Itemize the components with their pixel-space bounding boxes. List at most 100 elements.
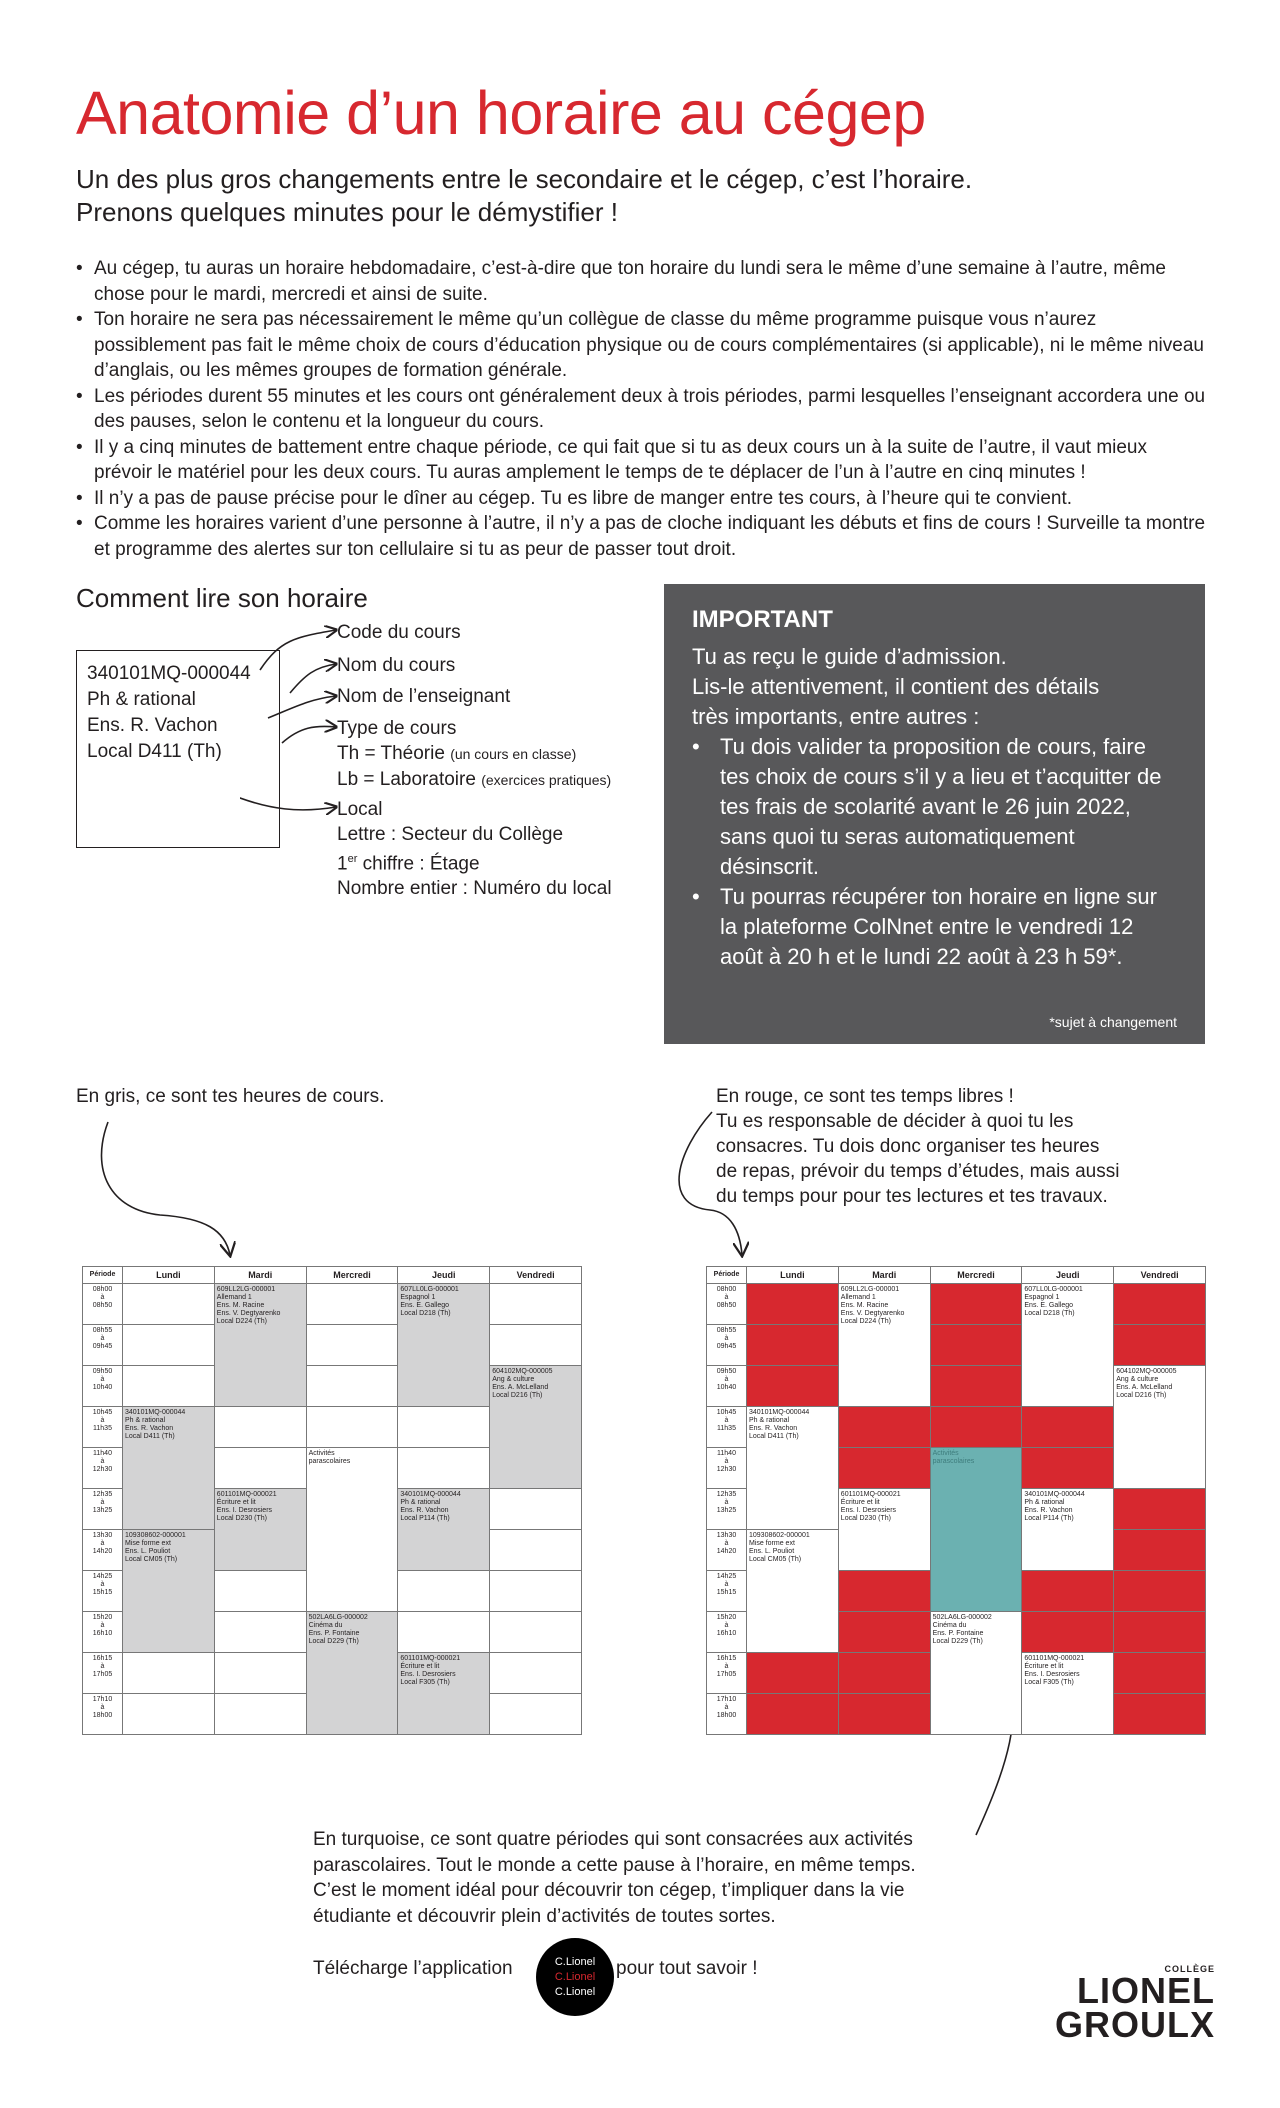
course-line: Local D229 (Th): [308, 1638, 359, 1645]
legend-type-title: Type de cours: [337, 718, 457, 739]
course-line: Espagnol 1: [400, 1294, 436, 1301]
brand-line1: LIONEL: [1077, 1970, 1215, 2011]
course-line: Écriture et lit: [1024, 1663, 1064, 1670]
schedule-cell: [305, 1283, 399, 1325]
period-time: à: [100, 1458, 105, 1465]
course-line: 502LA6LG-000002: [308, 1614, 368, 1621]
col-header: Jeudi: [1021, 1266, 1115, 1284]
course-line: 502LA6LG-000002: [932, 1614, 992, 1621]
course-line: 340101MQ-000044: [400, 1491, 461, 1498]
course-line: 340101MQ-000044: [1024, 1491, 1085, 1498]
legend-lb-label: Lb = Laboratoire: [337, 769, 476, 790]
caption-red-line: Tu es responsable de décider à quoi tu l…: [716, 1111, 1074, 1132]
college-logo: COLLÈGE LIONEL GROULX: [1055, 1964, 1215, 2043]
schedule-cell: [1113, 1529, 1206, 1571]
schedule-cell: [837, 1652, 931, 1694]
bottom-line: étudiante et découvrir plein d’activités…: [313, 1905, 776, 1927]
period-time: 09h45: [716, 1343, 737, 1350]
caption-red-line: consacres. Tu dois donc organiser tes he…: [716, 1136, 1100, 1157]
legend-code: Code du cours: [337, 622, 461, 643]
important-title: IMPORTANT: [692, 606, 833, 633]
course-line: Allemand 1: [840, 1294, 876, 1301]
schedule-cell: [837, 1693, 931, 1735]
schedule-cell: [305, 1324, 399, 1366]
course-line: Local D230 (Th): [216, 1515, 267, 1522]
intro-line: Prenons quelques minutes pour le démysti…: [76, 197, 618, 227]
period-time: 14h25: [716, 1573, 737, 1580]
period-time: 08h50: [92, 1302, 113, 1309]
schedule-cell: [489, 1488, 582, 1530]
box-code: 340101MQ-000044: [87, 663, 251, 684]
period-time: 15h20: [716, 1614, 737, 1621]
schedule-cell: [213, 1611, 307, 1653]
period-time: 17h10: [716, 1696, 737, 1703]
course-line: Ph & rational: [1024, 1499, 1065, 1506]
period-time: 18h00: [716, 1712, 737, 1719]
schedule-cell: [397, 1570, 491, 1612]
period-time: à: [100, 1581, 105, 1588]
period-time: 11h35: [717, 1425, 736, 1432]
course-line: Local D224 (Th): [840, 1318, 891, 1325]
period-time: 08h00: [716, 1286, 737, 1293]
col-header: Vendredi: [489, 1266, 582, 1284]
period-time: à: [100, 1294, 105, 1301]
course-line: Ens. R. Vachon: [400, 1507, 449, 1514]
period-time: à: [724, 1663, 729, 1670]
schedule-cell: [489, 1652, 582, 1694]
bottom-line: C’est le moment idéal pour découvrir ton…: [313, 1880, 905, 1901]
course-line: 601101MQ-000021: [840, 1491, 901, 1498]
schedule-cell: [746, 1283, 839, 1325]
box-teacher: Ens. R. Vachon: [87, 715, 218, 736]
col-header: Mardi: [213, 1266, 307, 1284]
course-line: 601101MQ-000021: [400, 1655, 461, 1662]
schedule-cell: [1113, 1611, 1206, 1653]
legend-digit: 1er chiffre : Étage: [337, 847, 612, 876]
legend-local: Local Lettre : Secteur du Collège 1er ch…: [337, 797, 612, 901]
course-line: Mise forme ext: [749, 1540, 795, 1547]
schedule-cell: [1113, 1324, 1206, 1366]
course-line: Local D230 (Th): [840, 1515, 891, 1522]
period-time: 08h55: [716, 1327, 737, 1334]
course-line: 609LL2LG-000001: [216, 1286, 276, 1293]
legend-number: Nombre entier : Numéro du local: [337, 878, 612, 900]
schedule-cell: [1021, 1570, 1115, 1612]
course-line: Local D224 (Th): [216, 1318, 267, 1325]
course-line: Mise forme ext: [125, 1540, 171, 1547]
period-time: à: [100, 1540, 105, 1547]
app-logo-icon[interactable]: C.Lionel C.Lionel C.Lionel: [536, 1938, 614, 2016]
schedule-cell: [746, 1365, 839, 1407]
period-time: 12h30: [716, 1466, 737, 1473]
schedule-cell: [929, 1283, 1023, 1325]
schedule-cell: [122, 1365, 215, 1407]
info-bullets: Au cégep, tu auras un horaire hebdomadai…: [76, 256, 1206, 562]
app-logo-line: C.Lionel: [554, 1985, 596, 1998]
important-line: très importants, entre autres :: [692, 704, 980, 729]
col-header: Jeudi: [397, 1266, 491, 1284]
download-text: Télécharge l’application: [313, 1958, 513, 1979]
important-note: *sujet à changement: [1049, 1014, 1177, 1030]
legend-teacher: Nom de l’enseignant: [337, 686, 511, 707]
period-time: 08h50: [716, 1302, 737, 1309]
bullet-item: Au cégep, tu auras un horaire hebdomadai…: [76, 256, 1206, 307]
period-time: 14h25: [92, 1573, 113, 1580]
schedule-cell: [397, 1447, 491, 1489]
period-time: à: [724, 1704, 729, 1711]
legend-letter: Lettre : Secteur du Collège: [337, 824, 564, 845]
course-line: Allemand 1: [216, 1294, 252, 1301]
period-time: à: [100, 1417, 105, 1424]
legend-lb: Lb = Laboratoire (exercices pratiques): [337, 767, 611, 793]
page-title: Anatomie d’un horaire au cégep: [76, 79, 926, 147]
course-line: Ph & rational: [749, 1417, 790, 1424]
